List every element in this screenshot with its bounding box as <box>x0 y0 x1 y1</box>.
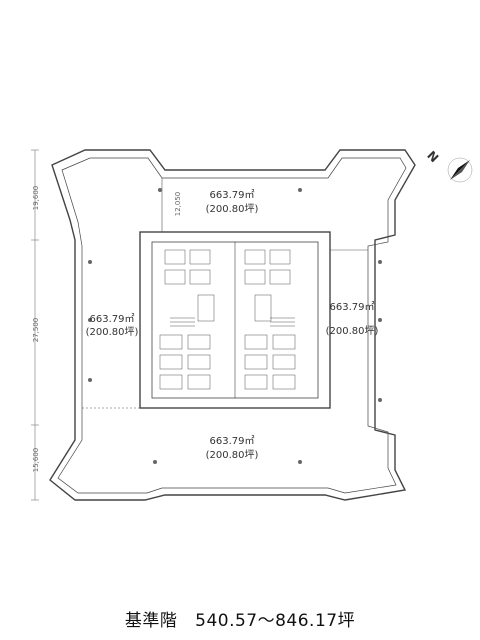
dimension-left-middle: 27,500 <box>32 318 40 343</box>
floor-caption: 基準階 540.57～846.17坪 <box>0 606 480 631</box>
zone-north-area-tsubo: (200.80坪) <box>206 202 259 215</box>
dimension-inner-top: 12,050 <box>174 192 182 217</box>
caption-name: 基準階 <box>124 611 178 631</box>
zone-north-area-m2: 663.79㎡ <box>210 189 255 201</box>
floor-plan: 19,600 27,500 15,600 12,050 663.79㎡ (200… <box>31 148 473 501</box>
zone-west-area-m2: 663.79㎡ <box>90 313 135 325</box>
dimension-left-bottom: 15,600 <box>32 448 40 473</box>
dimension-left-top: 19,600 <box>32 186 40 211</box>
compass-label: N <box>424 148 441 165</box>
building-outline <box>49 149 416 501</box>
zone-west-area-tsubo: (200.80坪) <box>86 325 139 338</box>
zone-south-area-m2: 663.79㎡ <box>210 435 255 447</box>
partition-lines <box>82 178 368 409</box>
zone-east-area-m2: 663.79㎡ <box>330 301 375 313</box>
zone-south-area-tsubo: (200.80坪) <box>206 448 259 461</box>
caption-range: 540.57～846.17坪 <box>195 611 356 631</box>
column-markers <box>88 188 382 464</box>
zone-east-area-tsubo: (200.80坪) <box>326 324 379 337</box>
left-dimension-line <box>31 149 39 501</box>
building-core <box>139 231 331 409</box>
compass-north-icon: N <box>424 148 473 183</box>
